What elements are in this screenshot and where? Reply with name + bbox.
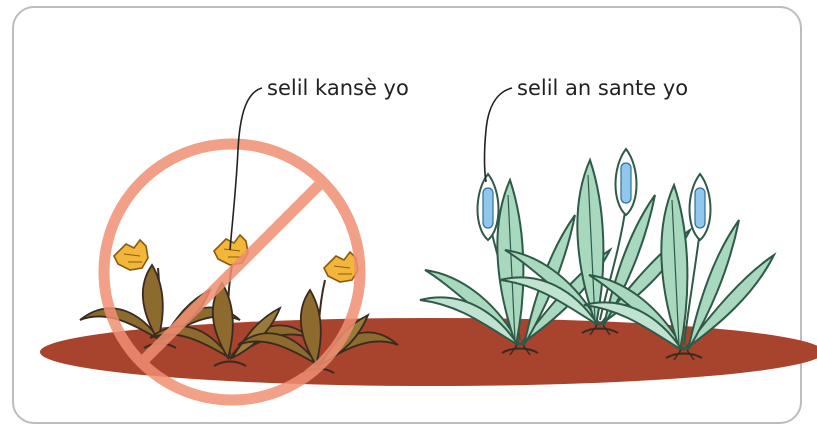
prohibition-sign <box>98 138 366 406</box>
soil-bed <box>40 318 817 386</box>
healthy-cells-leader-line <box>483 87 513 183</box>
healthy-cells-label: selil an sante yo <box>517 76 688 100</box>
cancer-cells-label: selil kansè yo <box>267 76 409 100</box>
cancer-cells-leader-line <box>229 87 263 251</box>
healthy-plant-1 <box>419 173 611 356</box>
healthy-plant-2 <box>499 148 691 336</box>
healthy-plant-3 <box>583 173 775 361</box>
wilted-plant-3 <box>237 251 399 374</box>
